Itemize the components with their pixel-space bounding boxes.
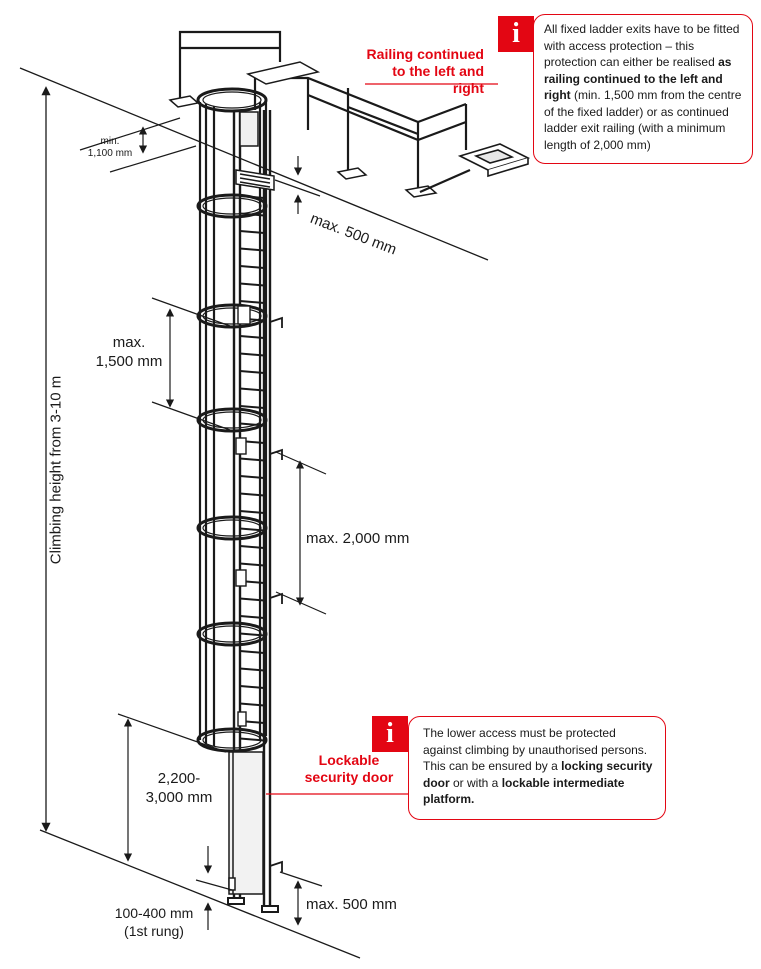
ladder-rung [239,562,265,567]
ladder-rung [239,510,265,514]
ladder-rung [239,475,265,479]
ladder-rung [239,737,265,742]
ladder-rung [239,702,265,707]
info-box-top: All fixed ladder exits have to be fitted… [533,14,753,164]
info-icon-top: i [498,16,534,52]
dim-first-rung [195,846,233,930]
label-max-2000: max. 2,000 mm [306,530,410,547]
roof-railing [178,30,468,190]
ground-line [39,829,361,959]
ladder-rung [239,667,265,672]
ladder-rung [239,545,265,549]
label-max-500-bottom: max. 500 mm [306,896,397,913]
dim-max-2000 [275,451,327,615]
label-min-1100: min. 1,100 mm [87,136,133,159]
dim-min-1100 [79,117,197,173]
roof-edge-line [19,67,489,261]
ladder-rung [239,247,265,252]
ladder-rung [239,492,265,497]
ladder-rung [239,387,265,392]
ladder-rung [239,265,265,269]
label-lockable-door: Lockable security door [304,752,394,785]
ladder-rung [239,597,265,602]
dim-max-500-bottom [279,871,323,926]
ladder-rung [239,615,265,619]
ladder-rung [239,352,265,357]
label-railing-continued: Railing continued to the left and right [366,46,484,96]
ladder-rung [239,685,265,689]
ladder-rung [239,230,265,234]
roof-anchor-plate [419,143,531,194]
info-box-bottom: The lower access must be protected again… [408,716,666,820]
dim-max-500-top [274,156,321,214]
ladder-rung [239,457,265,462]
label-climbing-height: Climbing height from 3-10 m [47,369,65,571]
ladder-rung [239,335,265,339]
info-icon-bottom: i [372,716,408,752]
dim-max-1500 [151,297,231,431]
ladder-rung [239,650,265,654]
red-leader-lines [266,83,498,795]
ladder-rung [239,300,265,304]
ladder-rung [239,370,265,374]
ladder-rung [239,405,265,409]
ladder-rung [239,282,265,287]
label-max-1500: max. 1,500 mm [95,334,163,370]
label-first-rung: 100-400 mm (1st rung) [114,905,194,939]
ladder-exit-gate [235,111,275,191]
ladder-feet [227,897,279,913]
ladder-rung [239,632,265,637]
security-door [228,751,264,895]
wall-brackets [269,316,283,872]
dim-2200-3000 [117,713,227,862]
label-2200-3000: 2,200- 3,000 mm [145,770,213,806]
